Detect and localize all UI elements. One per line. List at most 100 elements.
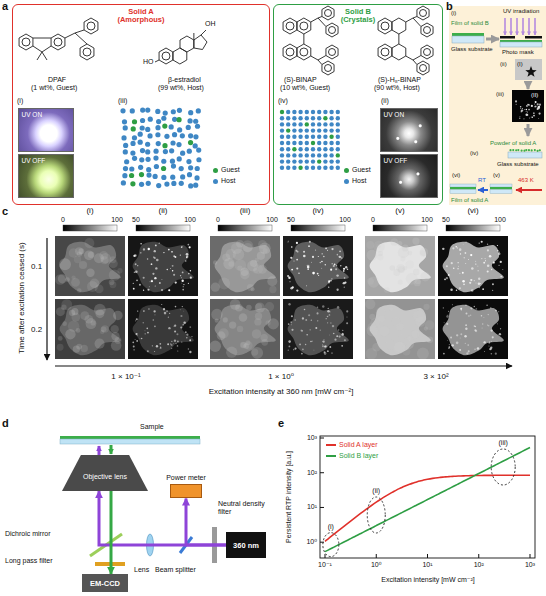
photo: UV OFF [18, 154, 74, 198]
molecule-grid [120, 107, 340, 188]
texture-dot [242, 240, 254, 252]
texture-dot [331, 278, 332, 279]
emission-speck [534, 106, 536, 108]
texture-dot [487, 265, 490, 268]
annotation: OH [205, 20, 216, 28]
emission-speck [523, 118, 524, 119]
texture-dot [366, 348, 378, 359]
texture-dot [226, 347, 237, 358]
host-dot [292, 166, 296, 170]
annotation: (vi) [452, 172, 460, 179]
texture-dot [156, 259, 159, 262]
panel-letter: d [2, 417, 9, 430]
texture-dot [367, 250, 378, 261]
texture-dot [489, 255, 492, 258]
texture-dot [258, 265, 267, 274]
texture-dot [166, 310, 168, 312]
texture-dot [143, 310, 145, 312]
micrograph [438, 236, 508, 296]
texture-dot [497, 250, 499, 252]
annotation: 3 × 10² [423, 372, 448, 381]
micrograph [365, 236, 435, 296]
texture-dot [407, 336, 412, 341]
texture-dot [137, 265, 138, 266]
texture-dot [183, 286, 184, 287]
host-dot [170, 159, 175, 164]
texture-dot [308, 245, 310, 247]
texture-dot [237, 326, 243, 332]
texture-dot [484, 351, 485, 352]
annotation: Long pass filter [5, 557, 52, 565]
texture-dot [172, 265, 174, 267]
texture-dot [485, 258, 486, 259]
texture-dot [317, 273, 319, 275]
annotation: 1 × 10⁰ [268, 372, 294, 381]
axis-tick: 10⁻¹ [318, 561, 332, 569]
texture-dot [156, 345, 158, 347]
aromatic-ring [87, 22, 95, 30]
emission-speck [537, 103, 539, 105]
tick [376, 554, 377, 558]
texture-dot [332, 325, 334, 327]
texture-dot [470, 307, 472, 309]
light-beam [110, 491, 113, 574]
texture-dot [170, 267, 172, 269]
colorbar-tick: 100 [184, 216, 196, 224]
texture-dot [186, 337, 187, 338]
texture-dot [148, 248, 150, 250]
texture-dot [188, 348, 189, 349]
texture-dot [154, 314, 155, 315]
texture-dot [183, 310, 185, 312]
guest-dot [292, 147, 296, 151]
texture-dot [311, 320, 312, 321]
annotation: (v) [395, 206, 404, 215]
texture-dot [331, 352, 333, 354]
texture-dot [77, 288, 82, 293]
texture-dot [338, 256, 340, 258]
powder-grain [512, 149, 514, 151]
texture-dot [462, 272, 464, 274]
texture-dot [456, 334, 458, 336]
texture-dot [459, 272, 461, 274]
host-dot [336, 135, 340, 139]
texture-dot [490, 340, 492, 342]
ring-bond [326, 23, 338, 37]
texture-dot [154, 277, 156, 279]
texture-dot [420, 272, 430, 282]
texture-dot [218, 278, 230, 290]
texture-dot [459, 349, 461, 351]
host-dot [298, 141, 302, 145]
texture-dot [309, 241, 311, 243]
host-dot [292, 141, 296, 145]
texture-dot [491, 269, 492, 270]
texture-dot [482, 288, 484, 290]
host-dot [176, 142, 181, 147]
texture-dot [448, 274, 450, 276]
annotation: (i) [451, 10, 456, 17]
texture-dot [465, 328, 467, 330]
texture-dot [291, 329, 293, 331]
annotation: (i) [328, 523, 334, 531]
texture-dot [255, 313, 262, 320]
annotation: (iii) [240, 206, 251, 215]
texture-dot [334, 264, 336, 266]
texture-dot [479, 243, 480, 244]
host-dot [121, 180, 126, 185]
emission-speck [528, 104, 530, 106]
texture-dot [490, 329, 492, 331]
texture-dot [328, 282, 330, 284]
emission-speck [516, 104, 517, 105]
texture-dot [69, 310, 75, 316]
colorbar-tick: 0 [216, 216, 220, 224]
texture-dot [489, 349, 490, 350]
emission-speck [522, 108, 523, 109]
texture-dot [474, 306, 476, 308]
bond [406, 18, 413, 22]
host-dot [171, 109, 176, 114]
texture-dot [460, 253, 461, 254]
texture-dot [181, 247, 182, 248]
annotation: (II) [531, 92, 538, 99]
ring-bond [283, 44, 297, 60]
host-dot [298, 128, 302, 132]
texture-dot [175, 343, 176, 344]
